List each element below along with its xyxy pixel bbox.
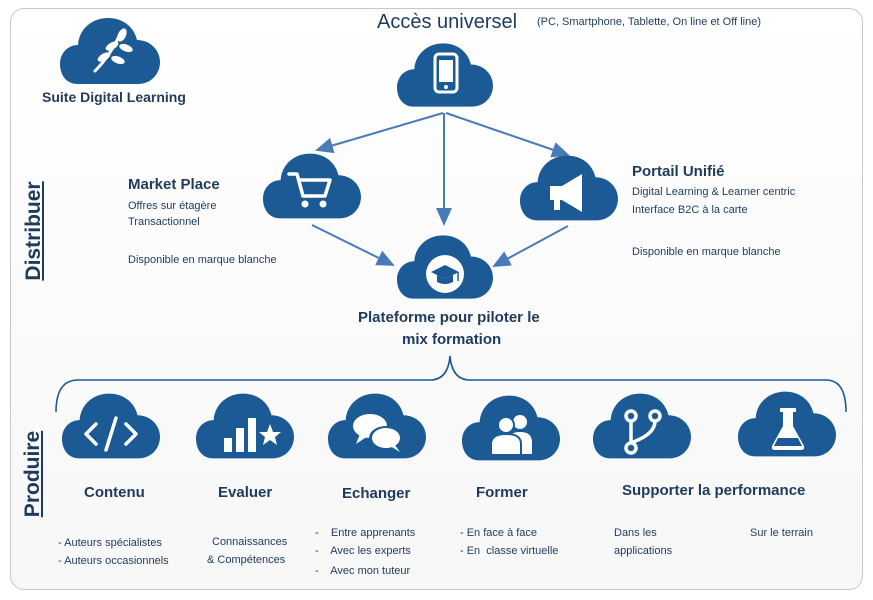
echanger-title: Echanger: [342, 485, 411, 502]
flow-arrows: [311, 112, 570, 267]
git-branch-icon: [593, 393, 691, 459]
produce-brace: [55, 355, 847, 413]
smartphone-icon: [397, 43, 493, 107]
arrow-access-to-marketplace: [315, 112, 444, 154]
evaluer-line-2: & Compétences: [207, 554, 286, 566]
marketplace-line-1: Offres sur étagère: [128, 200, 217, 212]
bar-chart-star-icon: [196, 393, 294, 459]
portal-note: Disponible en marque blanche: [632, 246, 781, 258]
code-icon: [62, 393, 160, 459]
former-title: Former: [476, 484, 528, 501]
graduation-cap-icon: [397, 235, 493, 299]
former-line-1: - En face à face: [460, 527, 538, 539]
platform-line-2: mix formation: [402, 331, 502, 348]
users-icon: [462, 395, 560, 461]
leaf-icon: [60, 18, 160, 84]
portal-title: Portail Unifié: [632, 163, 725, 180]
supporter-col1-line-1: Dans les: [614, 527, 657, 539]
arrow-access-to-portal: [445, 112, 570, 158]
contenu-line-2: - Auteurs occasionnels: [58, 555, 169, 567]
portal-line-2: Interface B2C à la carte: [632, 204, 748, 216]
megaphone-icon: [520, 155, 618, 221]
portal-line-1: Digital Learning & Learner centric: [632, 186, 796, 198]
side-label-distribuer: Distribuer: [22, 181, 45, 281]
access-title: Accès universel: [377, 11, 518, 33]
marketplace-line-2: Transactionnel: [128, 216, 200, 228]
former-line-2: - En classe virtuelle: [460, 545, 559, 557]
marketplace-title: Market Place: [128, 176, 220, 193]
evaluer-title: Evaluer: [218, 484, 273, 501]
contenu-line-1: - Auteurs spécialistes: [58, 537, 162, 549]
supporter-col1-line-2: applications: [614, 545, 673, 557]
echanger-line-1: - Entre apprenants: [315, 527, 416, 539]
arrow-marketplace-to-platform: [311, 224, 395, 266]
flask-icon: [738, 391, 836, 457]
contenu-title: Contenu: [84, 484, 145, 501]
evaluer-line-1: Connaissances: [212, 536, 288, 548]
shopping-cart-icon: [263, 153, 361, 219]
access-subtitle: (PC, Smartphone, Tablette, On line et Of…: [537, 16, 761, 28]
marketplace-note: Disponible en marque blanche: [128, 254, 277, 266]
side-label-produire: Produire: [21, 430, 44, 518]
echanger-line-3: - Avec mon tuteur: [315, 565, 411, 577]
supporter-title: Supporter la performance: [622, 482, 806, 499]
arrow-portal-to-platform: [492, 225, 569, 267]
chat-bubbles-icon: [328, 393, 426, 459]
supporter-col2: Sur le terrain: [750, 527, 813, 539]
echanger-line-2: - Avec les experts: [315, 545, 411, 557]
platform-line-1: Plateforme pour piloter le: [358, 309, 540, 326]
suite-label: Suite Digital Learning: [42, 89, 186, 105]
